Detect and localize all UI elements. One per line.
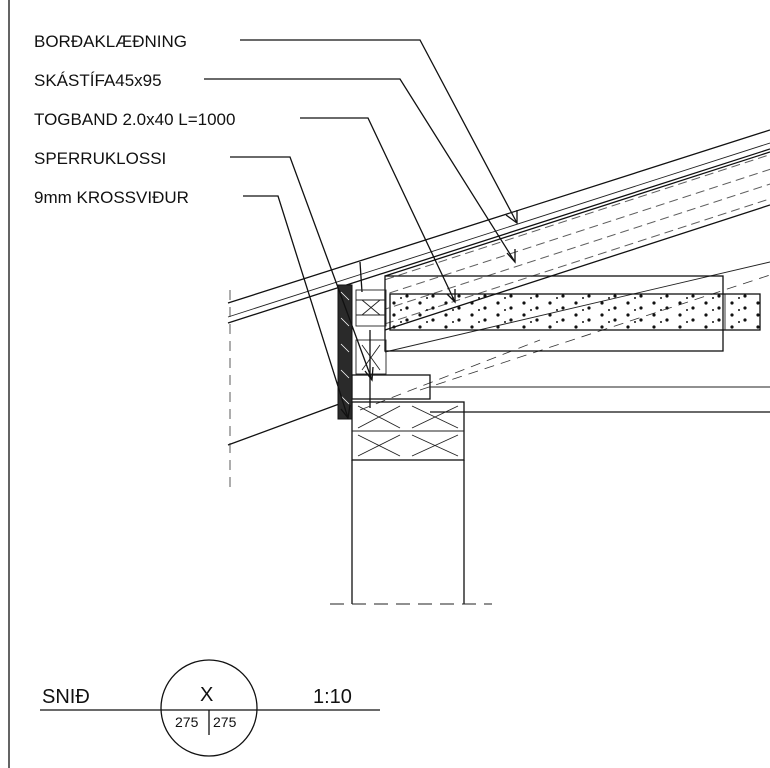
plywood-sheathing [337, 284, 353, 420]
leader-lines [204, 39, 518, 420]
tie-strap-dotted [389, 293, 761, 331]
section-symbol: X [200, 684, 213, 706]
scale-label: 1:10 [313, 686, 352, 708]
soffit-line [227, 399, 351, 446]
section-label: SNIÐ [42, 686, 90, 708]
wall-stud [330, 460, 492, 605]
label-strap: TOGBAND 2.0x40 L=1000 [34, 110, 235, 129]
label-rafter-block: SPERRUKLOSSI [34, 149, 166, 168]
wall-top-plate [351, 401, 465, 461]
sheet-ref-left: 275 [175, 714, 199, 730]
sheet-ref-right: 275 [213, 714, 237, 730]
label-brace: SKÁSTÍFA45x95 [34, 71, 162, 90]
section-symbol-circle [160, 659, 258, 757]
ceiling-plate [351, 374, 770, 413]
section-title-block: SNIÐ X 275 275 1:10 [40, 659, 380, 757]
fixing-marks [355, 261, 387, 408]
label-cladding: BORÐAKLÆÐNING [34, 32, 187, 51]
lower-dashed [359, 339, 541, 411]
label-plywood: 9mm KROSSVIÐUR [34, 188, 189, 207]
